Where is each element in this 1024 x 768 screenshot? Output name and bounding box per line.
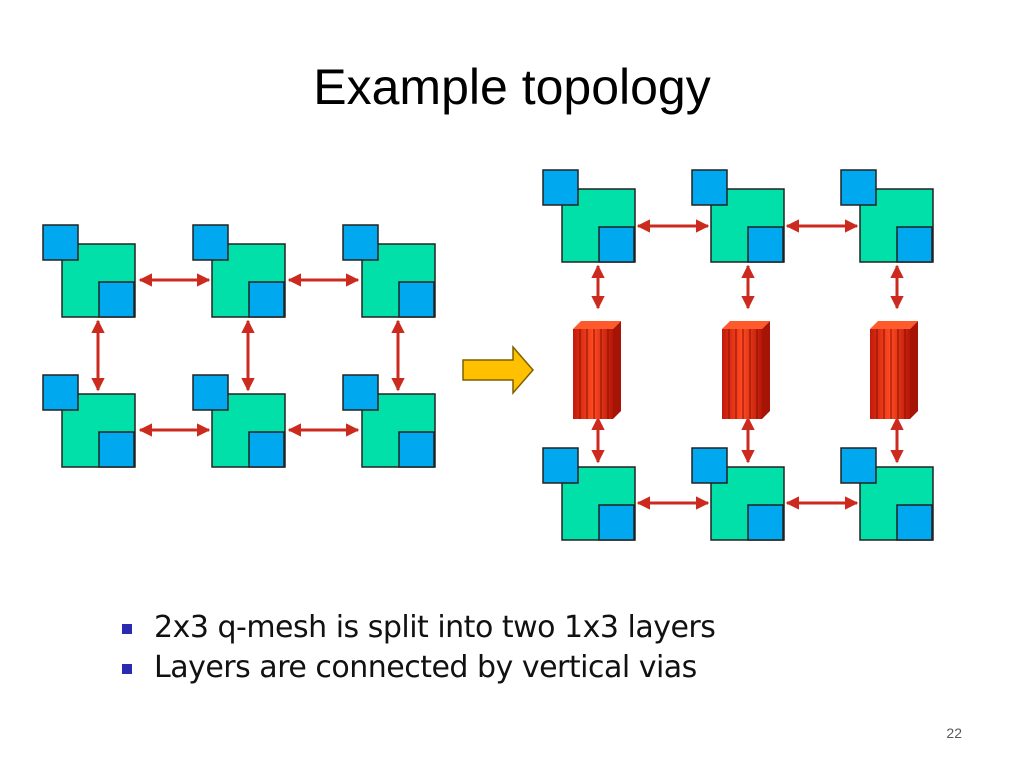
transform-arrow [462, 344, 534, 396]
router-node [691, 169, 785, 263]
vertical-via-stack [572, 320, 622, 420]
vertical-via-stack [721, 320, 771, 420]
square-bullet-icon [122, 624, 132, 634]
router-node [542, 447, 636, 541]
vertical-via-stack [869, 320, 919, 420]
router-node [42, 374, 136, 468]
router-node [192, 224, 286, 318]
left-mesh-links [91, 273, 405, 437]
bullet-text: Layers are connected by vertical vias [154, 650, 697, 685]
bullet-item: Layers are connected by vertical vias [120, 648, 715, 688]
router-node [42, 224, 136, 318]
router-node [342, 224, 436, 318]
right-mesh-links [591, 219, 904, 510]
router-node [691, 447, 785, 541]
square-bullet-icon [122, 664, 132, 674]
router-node [192, 374, 286, 468]
right-mesh [542, 169, 934, 541]
router-node [840, 447, 934, 541]
left-mesh [42, 224, 436, 468]
bullet-list: 2x3 q-mesh is split into two 1x3 layers … [120, 608, 716, 688]
router-node [342, 374, 436, 468]
router-node [542, 169, 636, 263]
bullet-item: 2x3 q-mesh is split into two 1x3 layers [120, 608, 716, 648]
slide-title: Example topology [313, 59, 711, 115]
router-node [840, 169, 934, 263]
topology-diagram [42, 169, 934, 541]
bullet-text: 2x3 q-mesh is split into two 1x3 layers [154, 610, 716, 645]
page-number: 22 [946, 725, 962, 741]
